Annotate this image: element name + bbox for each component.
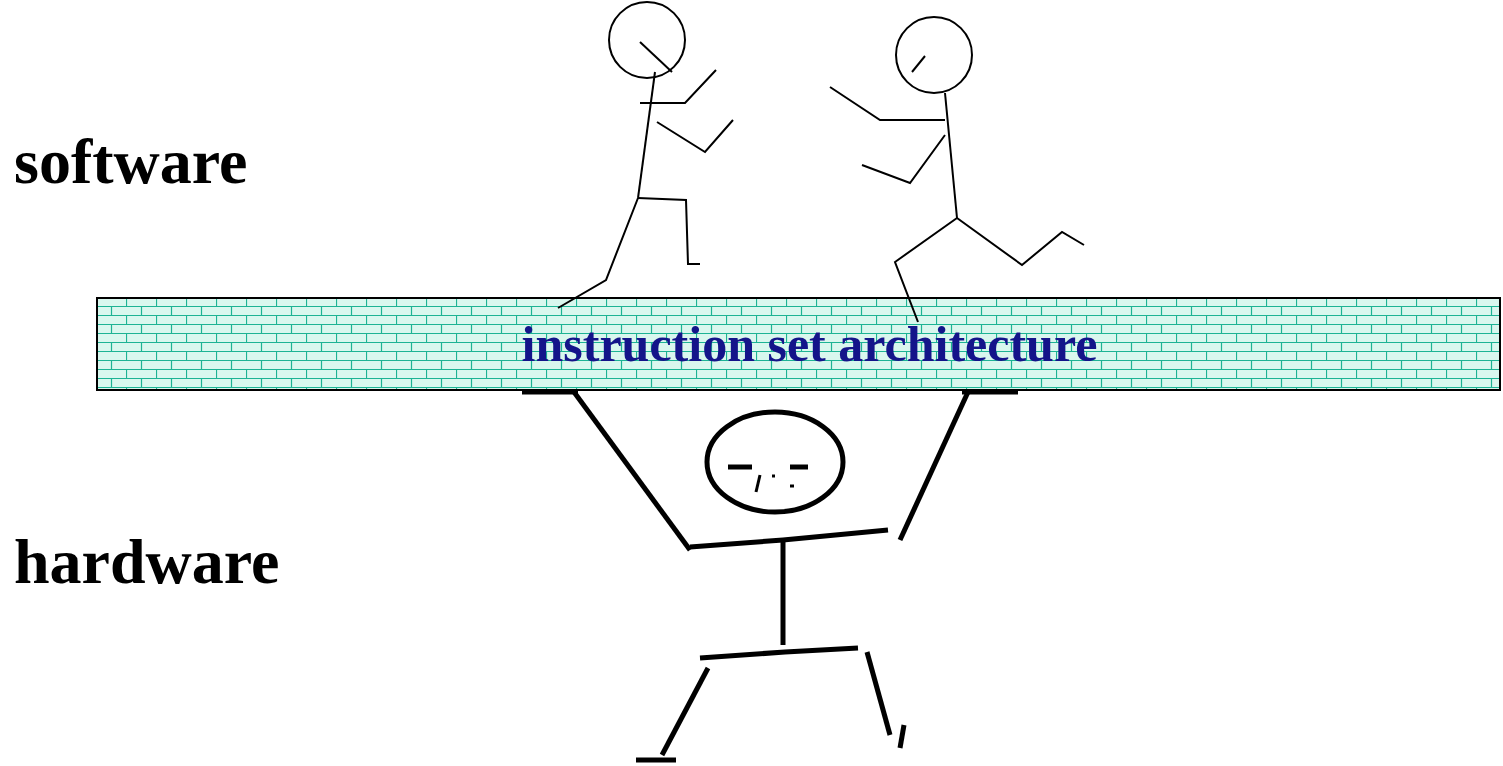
band-title: instruction set architecture <box>118 319 1501 369</box>
side-label: software <box>14 130 247 194</box>
software-figure-left <box>558 2 733 308</box>
software-figure-right <box>830 17 1084 322</box>
side-label: hardware <box>14 530 279 594</box>
band-outline <box>97 298 1500 390</box>
hardware-figure <box>522 392 1018 760</box>
brick-band: instruction set architecture <box>96 297 1501 391</box>
